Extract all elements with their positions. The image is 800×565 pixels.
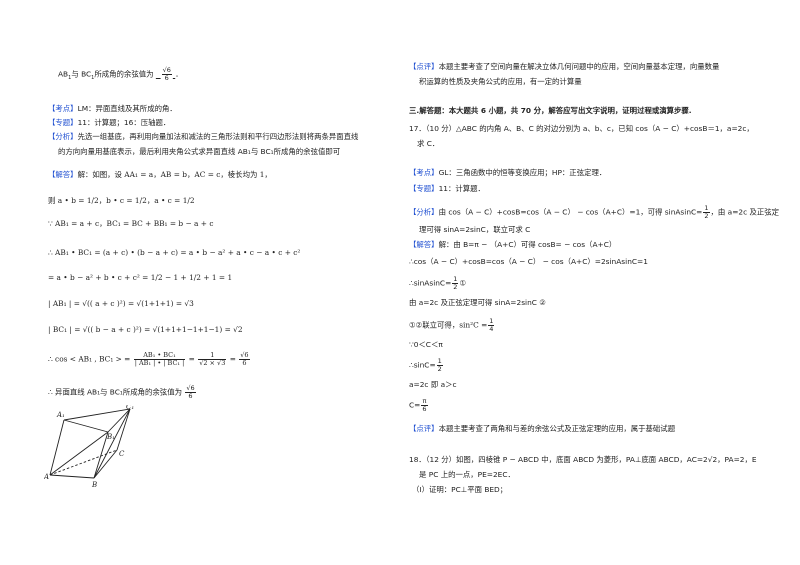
edge-a-a1 xyxy=(49,419,65,476)
solution-line-1: 则 a • b = 1/2，b • c = 1/2，a • c = 1/2 xyxy=(48,196,195,205)
edge-b-b1 xyxy=(93,431,109,479)
edge-a-b xyxy=(49,474,95,479)
q17-dianping-tag: 【点评】 xyxy=(409,424,439,433)
edge-b-c xyxy=(93,449,118,479)
q17-step-5: ∵0＜C＜π xyxy=(409,340,443,349)
dianping-tag: 【点评】 xyxy=(409,62,439,71)
kaodian-tag: 【考点】 xyxy=(48,104,78,113)
q17-kaodian-tag: 【考点】 xyxy=(409,168,439,177)
solution-line-4: = a • b − a² + b • c + c² = 1/2 − 1 + 1/… xyxy=(48,273,233,282)
label-a: A xyxy=(44,473,49,481)
label-b: B xyxy=(91,481,97,489)
q17-fenxi-1: 【分析】由 cos（A − C）+cosB=cos（A − C） − cos（A… xyxy=(409,204,780,220)
jieda-tag: 【解答】 xyxy=(48,170,78,179)
q17-fenxi-tag: 【分析】 xyxy=(409,207,439,217)
segment-a-b1 xyxy=(49,431,109,476)
zhuanti-tag: 【专题】 xyxy=(48,118,78,127)
q18-line-1: 18．（12 分）如图，四棱锥 P − ABCD 中，底面 ABCD 为菱形，P… xyxy=(409,455,757,464)
edge-a1-b1 xyxy=(63,419,109,433)
label-c: C xyxy=(119,450,125,458)
solution-line-6: | BC₁ | = √(( b − a + c )²) = √(1+1+1−1+… xyxy=(48,325,243,334)
q17-step-3: 由 a=2c 及正弦定理可得 sinA=2sinC ② xyxy=(409,298,546,307)
edge-a-c xyxy=(49,449,118,476)
prism-figure: A₁ C₁ B₁ C A B xyxy=(44,405,134,489)
q17-fenxi-2: 理可得 sinA=2sinC，联立可求 C xyxy=(419,225,531,234)
q17-line-1: 17．（10 分）△ABC 的内角 A、B、C 的对边分别为 a、b、c，已知 … xyxy=(409,124,754,133)
edge-b1-c1 xyxy=(107,408,131,433)
kaodian-line: 【考点】LM：异面直线及其所成的角． xyxy=(48,104,177,113)
q18-line-2: 是 PC 上的一点，PE=2EC． xyxy=(419,470,515,479)
label-b1: B₁ xyxy=(106,433,115,441)
q17-step-1: ∴cos（A − C）+cosB=cos（A − C） − cos（A+C）=2… xyxy=(409,257,648,266)
fenxi-line-2: 的方向向量用基底表示，最后利用夹角公式求异面直线 AB₁与 BC₁所成角的余弦值… xyxy=(58,147,341,156)
q18-line-3: （Ⅰ）证明：PC⊥平面 BED； xyxy=(412,485,508,494)
q17-zhuanti: 【专题】11：计算题． xyxy=(409,184,485,193)
label-c1: C₁ xyxy=(126,405,134,411)
fenxi-tag: 【分析】 xyxy=(48,132,78,141)
q17-kaodian: 【考点】GL：三角函数中的恒等变换应用；HP：正弦定理． xyxy=(409,168,607,177)
q17-zhuanti-tag: 【专题】 xyxy=(409,184,439,193)
dianping-line-2: 积运算的性质及夹角公式的应用，有一定的计算量 xyxy=(419,77,582,86)
q17-step-7: a=2c 即 a＞c xyxy=(409,380,457,389)
solution-line-5: | AB₁ | = √(( a + c )²) = √(1+1+1) = √3 xyxy=(48,299,194,308)
edge-a1-c1 xyxy=(63,408,131,421)
edge-c-c1 xyxy=(116,408,131,451)
segment-b-c1 xyxy=(93,408,131,479)
jieda-line: 【解答】解：如图，设 AA₁ = a，AB = b，AC = c，棱长均为 1， xyxy=(48,170,272,179)
dianping-line-1: 【点评】本题主要考查了空间向量在解决立体几何问题中的应用，空间向量基本定理，向量… xyxy=(409,62,720,71)
fenxi-line-1: 【分析】先选一组基底，再利用向量加法和减法的三角形法则和平行四边形法则将两条异面… xyxy=(48,132,359,141)
label-a1: A₁ xyxy=(56,411,65,419)
q17-jieda-tag: 【解答】 xyxy=(409,240,439,249)
solution-line-3: ∴ AB₁ • BC₁ = (a + c) • (b − a + c) = a … xyxy=(48,248,301,257)
zhuanti-line: 【专题】11：计算题；16：压轴题． xyxy=(48,118,171,127)
section-heading: 三.解答题：本大题共 6 小题，共 70 分，解答应写出文字说明，证明过程或演算… xyxy=(409,106,692,115)
solution-cos-line: ∴ cos < AB₁ , BC₁ > = AB₁ • BC₁| AB₁ | •… xyxy=(48,351,250,367)
solution-line-2: ∵ AB₁ = a + c，BC₁ = BC + BB₁ = b − a + c xyxy=(48,219,214,228)
q17-line-2: 求 C． xyxy=(417,139,440,148)
q17-dianping: 【点评】本题主要考查了两角和与差的余弦公式及正弦定理的应用，属于基础试题 xyxy=(409,424,676,433)
q17-jieda: 【解答】解：由 B=π − （A+C）可得 cosB= − cos（A+C） xyxy=(409,240,617,249)
